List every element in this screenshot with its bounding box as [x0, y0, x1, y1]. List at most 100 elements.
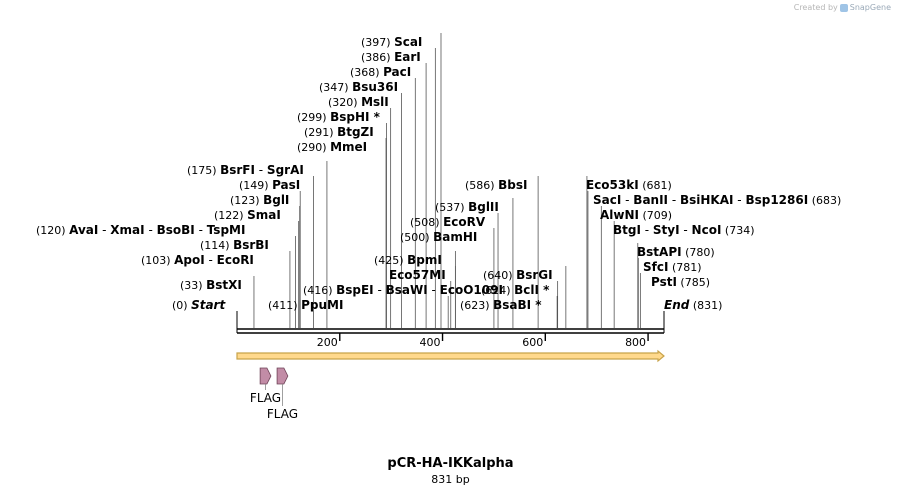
- site-position: (781): [668, 261, 701, 274]
- enzyme-name: *: [531, 298, 542, 312]
- enzyme-label-bsabi: (623) BsaBI *: [460, 298, 542, 312]
- enzyme-name: TspMI: [207, 223, 246, 237]
- enzyme-label-bsrgi: (640) BsrGI: [483, 268, 553, 282]
- enzyme-name: *: [369, 110, 380, 124]
- enzyme-label-bstapi: BstAPI (780): [637, 245, 715, 259]
- enzyme-label-bspei: (416) BspEI - BsaWI - EcoO109I: [303, 283, 503, 297]
- enzyme-name: EarI: [394, 50, 421, 64]
- enzyme-label-start: (0) Start: [172, 298, 226, 312]
- site-position: (709): [639, 209, 672, 222]
- insert-arrow-feature: [236, 349, 665, 363]
- enzyme-name: BsrBI: [233, 238, 269, 252]
- enzyme-label-bstxi: (33) BstXI: [180, 278, 242, 292]
- enzyme-name: BsaWI: [386, 283, 428, 297]
- enzyme-name: Start: [191, 298, 226, 312]
- separator: -: [668, 193, 680, 207]
- snapgene-credit: Created by SnapGene: [794, 3, 891, 12]
- enzyme-name: SfcI: [643, 260, 668, 274]
- separator: -: [255, 163, 267, 177]
- enzyme-label-btgi: BtgI - StyI - NcoI (734): [613, 223, 755, 237]
- enzyme-name: PacI: [383, 65, 411, 79]
- enzyme-name: BstAPI: [637, 245, 682, 259]
- enzyme-name: EcoRV: [443, 215, 486, 229]
- enzyme-name: PstI: [651, 275, 677, 289]
- separator: -: [205, 253, 217, 267]
- enzyme-name: SacI: [593, 193, 621, 207]
- separator: -: [145, 223, 157, 237]
- cut-site-lines: [253, 33, 641, 328]
- site-position: (831): [689, 299, 722, 312]
- enzyme-name: SmaI: [247, 208, 281, 222]
- site-position: (586): [465, 179, 498, 192]
- enzyme-name: NcoI: [692, 223, 722, 237]
- enzyme-label-bsrbi: (114) BsrBI: [200, 238, 269, 252]
- site-position: (347): [319, 81, 352, 94]
- site-position: (149): [239, 179, 272, 192]
- enzyme-name: AvaI: [69, 223, 98, 237]
- site-position: (299): [297, 111, 330, 124]
- enzyme-name: PpuMI: [301, 298, 343, 312]
- axis-tick-label-600: 600: [522, 336, 543, 349]
- enzyme-label-bglii: (537) BglII: [435, 200, 499, 214]
- site-position: (425): [374, 254, 407, 267]
- enzyme-name: BanII: [633, 193, 668, 207]
- feature-arrow-flag-2: [276, 367, 289, 385]
- enzyme-name: BtgZI: [337, 125, 374, 139]
- site-position: (785): [677, 276, 710, 289]
- enzyme-label-eco57mi: Eco57MI: [389, 268, 446, 282]
- enzyme-name: Bsu36I: [352, 80, 398, 94]
- enzyme-label-btgzi: (291) BtgZI: [304, 125, 374, 139]
- enzyme-name: EcoO109I: [440, 283, 503, 297]
- site-position: (508): [410, 216, 443, 229]
- enzyme-name: XmaI: [110, 223, 144, 237]
- enzyme-label-smai: (122) SmaI: [214, 208, 281, 222]
- credit-prefix: Created by: [793, 3, 838, 12]
- enzyme-name: BbsI: [498, 178, 527, 192]
- enzyme-label-msli: (320) MslI: [328, 95, 389, 109]
- enzyme-label-bsphi: (299) BspHI *: [297, 110, 381, 124]
- enzyme-name: End: [664, 298, 690, 312]
- enzyme-label-paci: (368) PacI: [350, 65, 411, 79]
- separator: -: [428, 283, 440, 297]
- enzyme-name: BsrFI: [220, 163, 255, 177]
- site-position: (290): [297, 141, 330, 154]
- enzyme-label-alwni: AlwNI (709): [600, 208, 672, 222]
- enzyme-label-bpmi: (425) BpmI: [374, 253, 442, 267]
- site-position: (320): [328, 96, 361, 109]
- enzyme-name: StyI: [653, 223, 680, 237]
- site-position: (368): [350, 66, 383, 79]
- enzyme-label-saci: SacI - BanII - BsiHKAI - Bsp1286I (683): [593, 193, 841, 207]
- enzyme-name: BsrGI: [516, 268, 553, 282]
- enzyme-name: PasI: [272, 178, 300, 192]
- enzyme-label-scai: (397) ScaI: [361, 35, 422, 49]
- site-position: (500): [400, 231, 433, 244]
- enzyme-label-pasi: (149) PasI: [239, 178, 300, 192]
- enzyme-name: BamHI: [433, 230, 477, 244]
- enzyme-name: Eco53kI: [586, 178, 639, 192]
- enzyme-label-avai: (120) AvaI - XmaI - BsoBI - TspMI: [36, 223, 245, 237]
- enzyme-name: ApoI: [174, 253, 205, 267]
- site-position: (537): [435, 201, 468, 214]
- enzyme-label-eco53ki: Eco53kI (681): [586, 178, 672, 192]
- site-position: (683): [808, 194, 841, 207]
- enzyme-label-bbsi: (586) BbsI: [465, 178, 527, 192]
- enzyme-name: BtgI: [613, 223, 641, 237]
- enzyme-label-bcli: (624) BclI *: [481, 283, 550, 297]
- enzyme-label-bsrfi: (175) BsrFI - SgrAI: [187, 163, 304, 177]
- enzyme-name: BglI: [263, 193, 289, 207]
- enzyme-name: BsiHKAI: [680, 193, 734, 207]
- enzyme-name: ScaI: [394, 35, 422, 49]
- enzyme-label-mmei: (290) MmeI: [297, 140, 367, 154]
- site-position: (33): [180, 279, 206, 292]
- enzyme-name: BpmI: [407, 253, 442, 267]
- feature-label-flag-1: FLAG: [250, 391, 281, 405]
- site-position: (681): [639, 179, 672, 192]
- separator: -: [621, 193, 633, 207]
- separator: -: [195, 223, 207, 237]
- enzyme-name: MmeI: [330, 140, 367, 154]
- axis-tick-label-800: 800: [625, 336, 646, 349]
- separator: -: [641, 223, 653, 237]
- enzyme-name: BglII: [468, 200, 499, 214]
- enzyme-name: MslI: [361, 95, 389, 109]
